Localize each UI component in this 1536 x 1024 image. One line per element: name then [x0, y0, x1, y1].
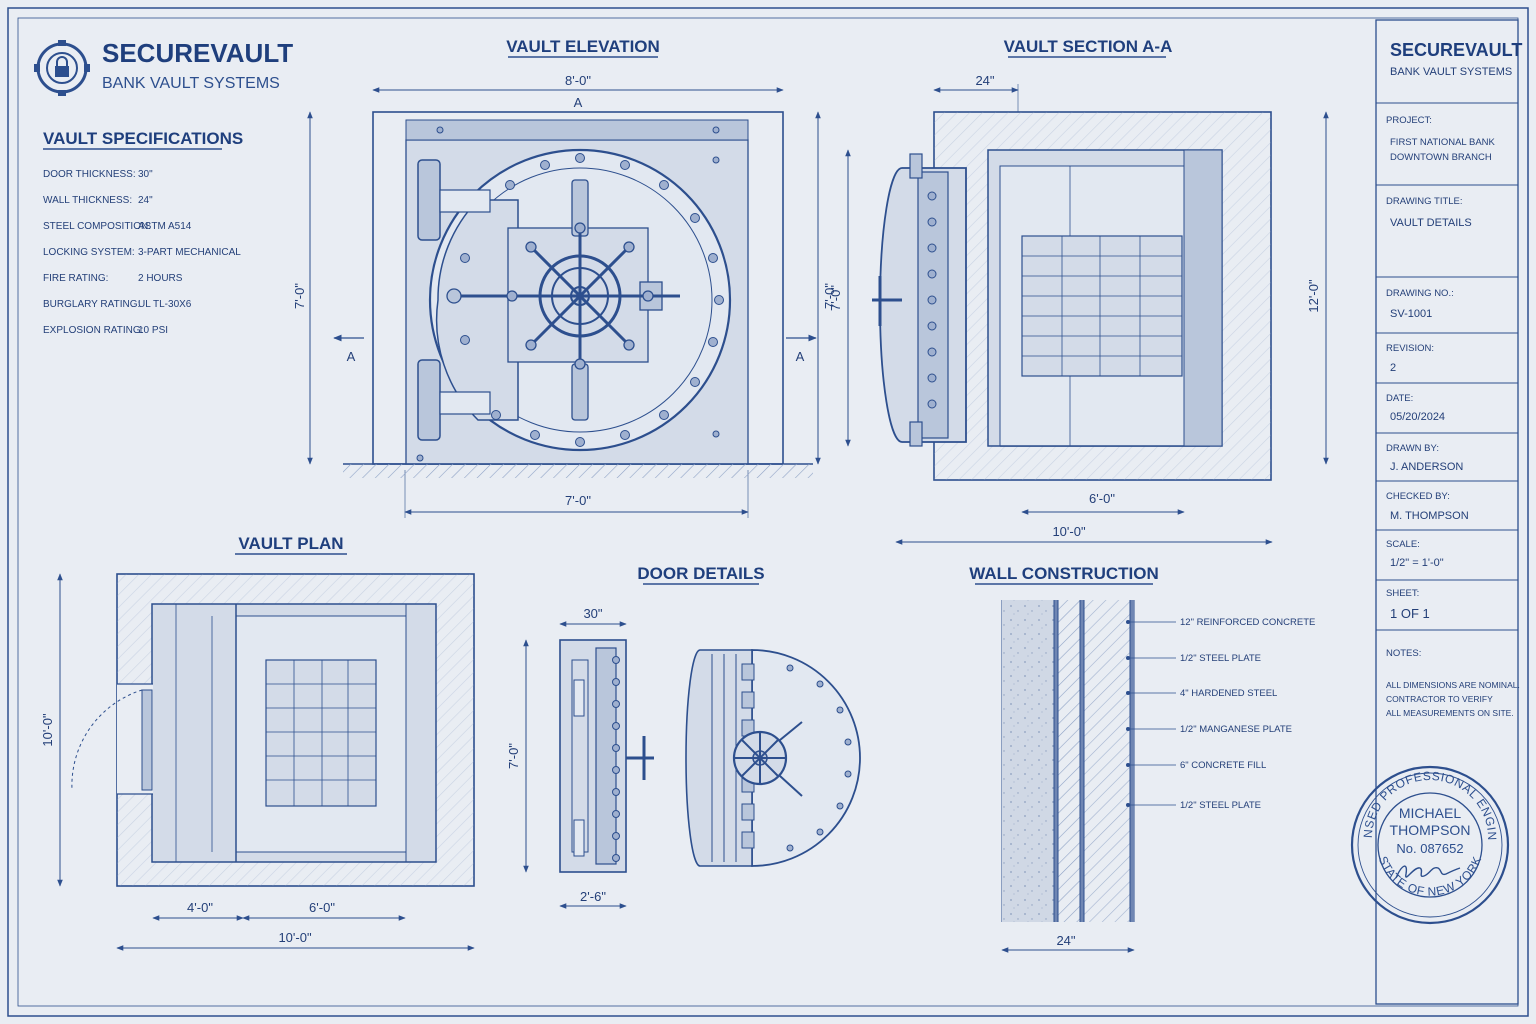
door-details-title: DOOR DETAILS — [637, 564, 764, 583]
wall-layer-label: 1/2" STEEL PLATE — [1180, 800, 1261, 811]
spec-label: WALL THICKNESS: — [43, 195, 132, 206]
title-block: SECUREVAULT BANK VAULT SYSTEMS PROJECT: … — [1375, 19, 1522, 1005]
wall-dim-bottom: 24" — [1056, 933, 1075, 948]
spec-label: DOOR THICKNESS: — [43, 169, 136, 180]
tb-date-label: DATE: — [1386, 393, 1413, 404]
section-dim-top: 24" — [975, 73, 994, 88]
elevation-dim-right: 7'-0" — [822, 283, 837, 309]
seal-name-line2: THOMPSON — [1390, 822, 1471, 838]
wall-layer-label: 6" CONCRETE FILL — [1180, 760, 1266, 771]
section-dim-left: 7'-0" — [828, 285, 843, 311]
spec-value: 10 PSI — [138, 325, 168, 336]
spec-label: EXPLOSION RATING: — [43, 325, 143, 336]
section-mark-top: A — [574, 95, 583, 110]
tb-drawn-by: J. ANDERSON — [1390, 461, 1463, 473]
tb-drawing-no: SV-1001 — [1390, 308, 1432, 320]
wall-layer-label: 12" REINFORCED CONCRETE — [1180, 617, 1315, 628]
tb-project-line2: DOWNTOWN BRANCH — [1390, 152, 1492, 163]
brand-name: SECUREVAULT — [102, 38, 293, 68]
specs-title: VAULT SPECIFICATIONS — [43, 129, 243, 148]
section-mark-left: A — [347, 349, 356, 364]
spec-label: STEEL COMPOSITION: — [43, 221, 151, 232]
section-title: VAULT SECTION A-A — [1004, 37, 1173, 56]
vault-specifications: VAULT SPECIFICATIONS DOOR THICKNESS: 30"… — [43, 129, 243, 336]
plan-dim-a: 4'-0" — [187, 900, 213, 915]
elevation-title: VAULT ELEVATION — [506, 37, 660, 56]
wall-layer-label: 4" HARDENED STEEL — [1180, 688, 1277, 699]
elevation-dim-left: 7'-0" — [292, 283, 307, 309]
seal-ring-bottom: STATE OF NEW YORK — [1376, 854, 1485, 899]
spec-label: LOCKING SYSTEM: — [43, 247, 135, 258]
tb-scale-label: SCALE: — [1386, 539, 1420, 550]
tb-drawing-title-label: DRAWING TITLE: — [1386, 196, 1463, 207]
section-mark-right: A — [796, 349, 805, 364]
tb-note: ALL MEASUREMENTS ON SITE. — [1386, 708, 1514, 718]
vault-plan-view: VAULT PLAN 10'-0" 4'-0" 6'-0" 10'-0" — [40, 534, 475, 951]
door-detail-wheel-icon — [732, 721, 803, 797]
tb-company-sub: BANK VAULT SYSTEMS — [1390, 66, 1512, 78]
elevation-dim-bottom: 7'-0" — [565, 493, 591, 508]
plan-dim-bottom: 10'-0" — [278, 930, 312, 945]
tb-checked-by: M. THOMPSON — [1390, 510, 1469, 522]
plan-dim-b: 6'-0" — [309, 900, 335, 915]
wall-construction-view: WALL CONSTRUCTION 24" — [969, 564, 1315, 953]
brand-block: SECUREVAULT BANK VAULT SYSTEMS — [34, 38, 293, 96]
spec-value: UL TL-30X6 — [138, 299, 192, 310]
vault-lock-logo-icon — [34, 40, 90, 96]
spec-label: FIRE RATING: — [43, 273, 108, 284]
plan-title: VAULT PLAN — [238, 534, 343, 553]
spec-value: 2 HOURS — [138, 273, 183, 284]
vault-elevation-view: VAULT ELEVATION 8'-0" A 7'-0" 7'-0" 7'-0… — [292, 37, 837, 518]
spec-value: 30" — [138, 169, 153, 180]
spec-label: BURGLARY RATING: — [43, 299, 140, 310]
vault-wheel-icon — [506, 222, 654, 370]
tb-sheet-label: SHEET: — [1386, 588, 1419, 599]
plan-dim-left: 10'-0" — [40, 713, 55, 747]
tb-drawing-title: VAULT DETAILS — [1390, 217, 1472, 229]
section-dim-bottom: 10'-0" — [1052, 524, 1086, 539]
seal-name-line1: MICHAEL — [1399, 805, 1461, 821]
tb-revision: 2 — [1390, 362, 1396, 374]
vault-section-view: VAULT SECTION A-A 24" 7'-0" 12'-0" 6'-0"… — [828, 37, 1329, 545]
door-details-view: DOOR DETAILS 30" 7'-0" 2'-6" — [506, 564, 861, 909]
section-dim-right: 12'-0" — [1306, 279, 1321, 313]
tb-company: SECUREVAULT — [1390, 40, 1522, 60]
tb-drawing-no-label: DRAWING NO.: — [1386, 288, 1454, 299]
tb-date: 05/20/2024 — [1390, 411, 1445, 423]
tb-drawn-by-label: DRAWN BY: — [1386, 443, 1439, 454]
door-dim-top: 30" — [583, 606, 602, 621]
door-dim-bottom: 2'-6" — [580, 889, 606, 904]
tb-notes-label: NOTES: — [1386, 648, 1421, 659]
door-dim-left: 7'-0" — [506, 743, 521, 769]
wall-title: WALL CONSTRUCTION — [969, 564, 1159, 583]
spec-value: ASTM A514 — [138, 221, 192, 232]
wall-layer-label: 1/2" MANGANESE PLATE — [1180, 724, 1292, 735]
tb-note: CONTRACTOR TO VERIFY — [1386, 694, 1493, 704]
spec-value: 24" — [138, 195, 153, 206]
elevation-dim-top: 8'-0" — [565, 73, 591, 88]
brand-tagline: BANK VAULT SYSTEMS — [102, 75, 280, 92]
tb-scale: 1/2" = 1'-0" — [1390, 557, 1444, 569]
tb-checked-by-label: CHECKED BY: — [1386, 491, 1450, 502]
seal-number: No. 087652 — [1396, 841, 1463, 856]
tb-project-line1: FIRST NATIONAL BANK — [1390, 137, 1496, 148]
tb-revision-label: REVISION: — [1386, 343, 1434, 354]
tb-note: ALL DIMENSIONS ARE NOMINAL. — [1386, 680, 1520, 690]
tb-sheet: 1 OF 1 — [1390, 606, 1430, 621]
signature-icon — [1395, 865, 1461, 879]
section-dim-inner: 6'-0" — [1089, 491, 1115, 506]
tb-project-label: PROJECT: — [1386, 115, 1432, 126]
spec-value: 3-PART MECHANICAL — [138, 247, 241, 258]
wall-layer-label: 1/2" STEEL PLATE — [1180, 653, 1261, 664]
